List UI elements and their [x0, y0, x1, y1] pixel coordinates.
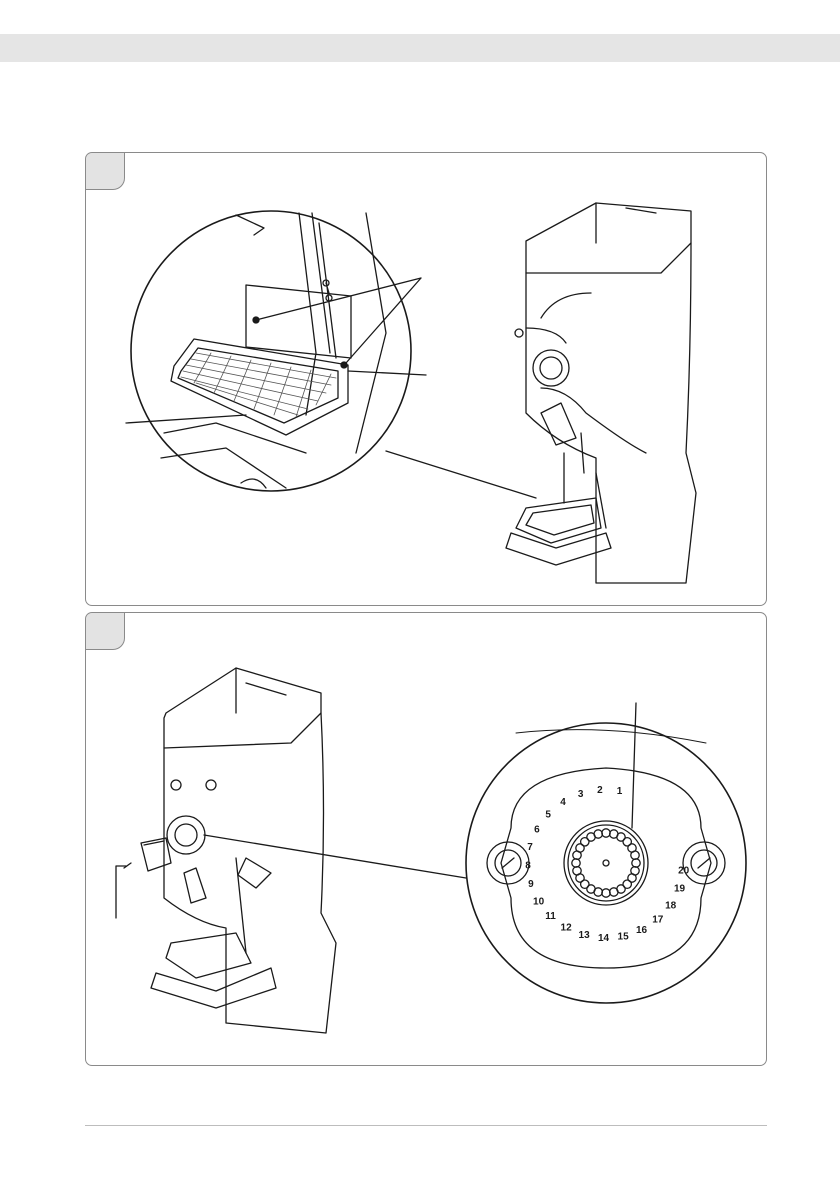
step-panel-1 — [85, 152, 767, 606]
dial-number: 8 — [525, 861, 531, 872]
dial-number: 12 — [561, 923, 573, 934]
dial-hole — [602, 829, 610, 837]
dial-hole — [572, 859, 580, 867]
dial-hole — [632, 859, 640, 867]
dial-hole — [594, 830, 602, 838]
dial-hole — [631, 851, 639, 859]
grind-dial — [167, 816, 205, 854]
dial-number: 5 — [545, 809, 551, 820]
connector-line — [204, 835, 466, 878]
grind-dial — [533, 350, 569, 386]
dial-number: 20 — [678, 866, 690, 877]
leader-line — [348, 371, 426, 375]
dial-number: 16 — [636, 925, 648, 936]
dial-number: 4 — [560, 797, 566, 808]
grinder-machine-2 — [124, 668, 336, 1033]
dial-number: 18 — [665, 900, 677, 911]
drip-tray-illustration — [86, 153, 767, 606]
dial-number: 14 — [598, 933, 610, 944]
dial-holes — [572, 829, 640, 897]
detail-magnifier — [131, 211, 411, 491]
dial-number: 9 — [528, 879, 534, 890]
dial-number: 1 — [617, 786, 623, 797]
leader-line — [116, 866, 126, 918]
dial-hole — [573, 867, 581, 875]
dial-number: 19 — [674, 884, 686, 895]
header-band — [0, 34, 840, 62]
dial-number: 7 — [527, 842, 533, 853]
dial-hole — [602, 889, 610, 897]
dial-number: 2 — [597, 785, 603, 796]
dial-number: 17 — [652, 914, 664, 925]
dial-number: 3 — [578, 789, 584, 800]
footer-rule — [85, 1125, 767, 1126]
dial-hole — [610, 888, 618, 896]
leader-line — [632, 703, 636, 828]
grinder-machine-1 — [506, 203, 696, 583]
dial-number: 10 — [533, 896, 545, 907]
dial-number: 15 — [618, 931, 630, 942]
connector-line — [386, 451, 536, 498]
leader-line — [126, 415, 246, 423]
dial-number: 6 — [534, 825, 540, 836]
dial-number: 13 — [579, 930, 591, 941]
dial-number: 11 — [545, 911, 556, 922]
